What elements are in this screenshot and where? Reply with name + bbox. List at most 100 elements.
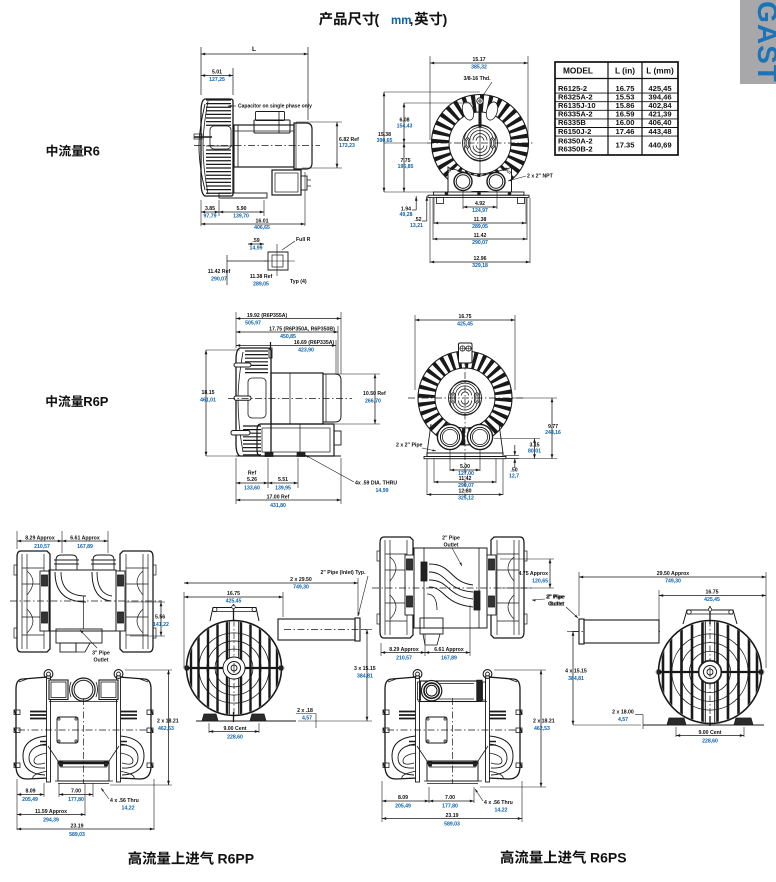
svg-text:167,89: 167,89	[441, 656, 457, 662]
svg-text:290,07: 290,07	[458, 483, 474, 489]
svg-text:R6150J-2: R6150J-2	[558, 127, 591, 136]
svg-text:4 x .56 Thru: 4 x .56 Thru	[110, 798, 139, 804]
svg-text:3.85: 3.85	[205, 206, 215, 212]
svg-text:Outlet: Outlet	[548, 602, 563, 608]
svg-text:2 x 18.21: 2 x 18.21	[533, 719, 555, 725]
svg-text:3/8-16 Thd.: 3/8-16 Thd.	[463, 76, 491, 82]
svg-text:205,49: 205,49	[395, 804, 411, 810]
svg-text:394,46: 394,46	[648, 92, 671, 101]
svg-text:10.50 Ref: 10.50 Ref	[363, 391, 386, 397]
svg-text:5.01: 5.01	[212, 70, 222, 76]
svg-text:2" Pipe: 2" Pipe	[546, 595, 564, 601]
svg-text:210,57: 210,57	[34, 544, 50, 550]
svg-text:16.75: 16.75	[459, 314, 472, 320]
svg-text:2 x 2" NPT: 2 x 2" NPT	[527, 174, 554, 180]
svg-text:133,60: 133,60	[244, 486, 260, 492]
svg-text:17.75 (R6P350A, R6P350B): 17.75 (R6P350A, R6P350B)	[269, 327, 335, 333]
svg-text:Capacitor on single phase only: Capacitor on single phase only	[238, 104, 312, 110]
svg-text:23.19: 23.19	[71, 824, 84, 830]
svg-text:406,65: 406,65	[254, 225, 270, 231]
svg-text:Outlet: Outlet	[94, 658, 109, 664]
svg-text:329,18: 329,18	[472, 263, 488, 269]
svg-text:12,7: 12,7	[509, 473, 519, 479]
svg-text:14,99: 14,99	[376, 488, 389, 494]
svg-text:124,97: 124,97	[472, 208, 488, 214]
svg-text:R6350A-2: R6350A-2	[558, 137, 593, 146]
svg-text:289,05: 289,05	[472, 224, 488, 230]
svg-text:13,21: 13,21	[410, 223, 423, 229]
svg-text:2" Pipe: 2" Pipe	[547, 595, 565, 601]
svg-text:290,07: 290,07	[472, 240, 488, 246]
svg-text:17.46: 17.46	[615, 127, 634, 136]
svg-text:23.19: 23.19	[446, 813, 459, 819]
svg-text:6.08: 6.08	[399, 118, 409, 124]
svg-text:173,23: 173,23	[339, 143, 355, 149]
svg-text:11.42 Ref: 11.42 Ref	[208, 269, 231, 275]
svg-text:5.26: 5.26	[247, 477, 257, 483]
svg-text:4,57: 4,57	[302, 716, 312, 722]
svg-text:16.59: 16.59	[615, 110, 634, 119]
svg-text:9.00 Cent: 9.00 Cent	[698, 730, 721, 736]
svg-text:80,01: 80,01	[528, 448, 541, 454]
svg-text:450,85: 450,85	[280, 334, 296, 340]
svg-text:18.15: 18.15	[202, 390, 215, 396]
svg-text:L: L	[252, 46, 256, 53]
svg-text:8.09: 8.09	[25, 789, 35, 795]
svg-text:294,39: 294,39	[43, 818, 59, 824]
svg-text:5.56: 5.56	[155, 615, 165, 621]
svg-text:589,03: 589,03	[69, 832, 85, 838]
svg-text:6.61 Approx: 6.61 Approx	[70, 536, 100, 542]
svg-text:406,40: 406,40	[648, 118, 671, 127]
svg-text:177,80: 177,80	[442, 804, 458, 810]
svg-text:5.51: 5.51	[278, 477, 288, 483]
svg-text:462,53: 462,53	[158, 726, 174, 732]
svg-text:15.17: 15.17	[473, 57, 486, 63]
svg-text:325,12: 325,12	[458, 495, 474, 501]
svg-text:139,95: 139,95	[275, 486, 291, 492]
svg-text:4x .59 DIA. THRU: 4x .59 DIA. THRU	[355, 481, 397, 487]
svg-text:14,22: 14,22	[495, 808, 508, 814]
svg-text:425,45: 425,45	[226, 598, 242, 604]
svg-text:5.00: 5.00	[460, 464, 470, 470]
svg-text:29.50 Approx: 29.50 Approx	[657, 571, 690, 577]
svg-text:2" Pipe: 2" Pipe	[442, 536, 460, 542]
svg-text:154,43: 154,43	[397, 123, 413, 129]
svg-text:R6135J-10: R6135J-10	[558, 101, 596, 110]
svg-text:127,25: 127,25	[209, 77, 225, 83]
svg-text:205,49: 205,49	[22, 797, 38, 803]
svg-text:16.75: 16.75	[227, 591, 240, 597]
svg-text:16.69 (R6P335A): 16.69 (R6P335A)	[294, 340, 335, 346]
svg-text:R6350B-2: R6350B-2	[558, 145, 593, 154]
svg-text:L (mm): L (mm)	[646, 66, 674, 76]
svg-text:384,81: 384,81	[357, 674, 373, 680]
svg-text:425,45: 425,45	[704, 597, 720, 603]
svg-text:R6PS: R6PS	[590, 850, 627, 866]
svg-text:15.86: 15.86	[615, 101, 634, 110]
svg-text:5.90: 5.90	[236, 206, 246, 212]
svg-text:443,48: 443,48	[648, 127, 671, 136]
svg-text:384,81: 384,81	[568, 676, 584, 682]
svg-text:2" Pipe (Inlet) Typ.: 2" Pipe (Inlet) Typ.	[320, 570, 366, 576]
svg-text:11.38 Ref: 11.38 Ref	[250, 274, 273, 280]
svg-text:.52: .52	[414, 217, 421, 223]
svg-text:R6125-2: R6125-2	[558, 84, 587, 93]
svg-text:3.15: 3.15	[529, 442, 539, 448]
svg-text:2 x 18.21: 2 x 18.21	[157, 719, 179, 725]
svg-text:4 x 15.15: 4 x 15.15	[565, 669, 587, 675]
svg-text:289,05: 289,05	[253, 282, 269, 288]
svg-text:16.01: 16.01	[256, 219, 269, 225]
svg-text:505,97: 505,97	[245, 321, 261, 327]
svg-text:49,28: 49,28	[400, 212, 413, 218]
svg-text:196,85: 196,85	[398, 164, 414, 170]
svg-text:7.00: 7.00	[71, 789, 81, 795]
svg-text:11.38: 11.38	[474, 217, 487, 223]
svg-text:177,80: 177,80	[68, 797, 84, 803]
svg-text:17.35: 17.35	[615, 141, 635, 150]
svg-text:8.09: 8.09	[398, 795, 408, 801]
svg-text:4.75 Approx: 4.75 Approx	[518, 571, 548, 577]
svg-text:R6325A-2: R6325A-2	[558, 92, 593, 101]
svg-text:749,30: 749,30	[665, 578, 681, 584]
svg-text:7.00: 7.00	[445, 795, 455, 801]
svg-text:139,70: 139,70	[233, 213, 249, 219]
svg-text:11.59 Approx: 11.59 Approx	[35, 809, 67, 815]
